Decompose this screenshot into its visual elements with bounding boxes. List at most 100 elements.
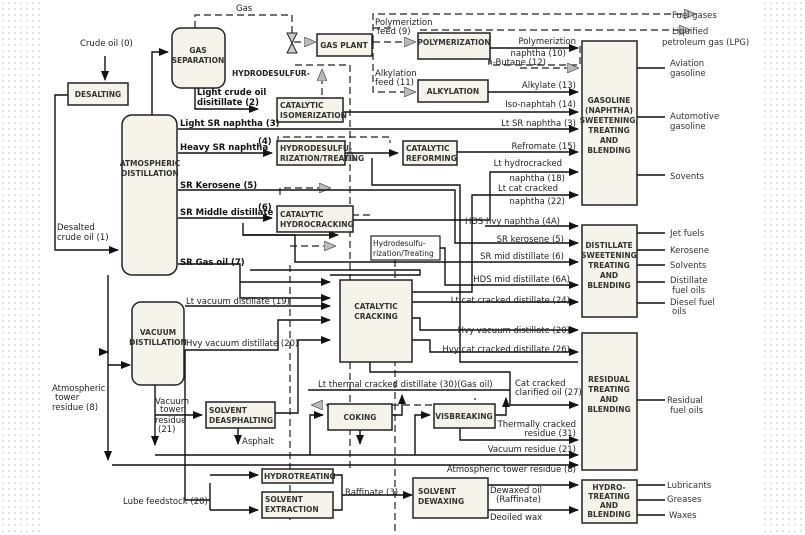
label-desalted-crude: Desalted — [57, 223, 95, 233]
product-fuel-gases: Fuel gases — [672, 11, 717, 21]
svg-text:gasoline: gasoline — [670, 122, 706, 132]
label-sr-mid-distillate: SR mid distillate (6) — [480, 252, 564, 262]
unit-gas-plant[interactable]: GAS PLANT — [316, 33, 373, 57]
hvy-vacuum-distillate-arrow — [185, 316, 331, 351]
unit-hydrodesulfurization-treating[interactable]: HYDRODESULFU- RIZATION/TREATING — [276, 140, 364, 166]
label-vacuum-tower-residue: Vacuum — [155, 397, 189, 407]
unit-atmospheric-distillation[interactable]: ATMOSPHERIC DISTILLATION — [120, 114, 181, 276]
dotted-margin-left — [0, 0, 40, 535]
label-n-butane: n-Butane (12) — [487, 58, 546, 68]
unit-catalytic-hydrocracking[interactable]: CATALYTIC HYDROCRACKING — [276, 205, 354, 233]
lpg-arrow — [373, 28, 690, 30]
svg-text:AND: AND — [600, 136, 618, 145]
unit-hydrotreating[interactable]: HYDROTREATING — [261, 468, 336, 484]
svg-text:REFORMING: REFORMING — [406, 154, 457, 163]
unit-gasoline-blending[interactable]: GASOLINE (NAPHTHA) SWEETENING, TREATING … — [580, 40, 639, 206]
unit-coking[interactable]: COKING — [327, 403, 393, 431]
svg-text:DISTILLATE: DISTILLATE — [585, 241, 632, 250]
svg-text:CATALYTIC: CATALYTIC — [406, 144, 450, 153]
unit-hydrodesulfurization-treating-2[interactable]: Hydrodesulfu- rization/Treating — [370, 235, 441, 261]
product-waxes: Waxes — [669, 511, 697, 521]
svg-text:GASOLINE: GASOLINE — [588, 96, 631, 105]
label-hds-hvy-naphtha: HDS hvy naphtha (4A) — [465, 217, 560, 227]
unit-catalytic-cracking[interactable]: CATALYTIC CRACKING — [339, 279, 413, 363]
svg-text:naphtha (18): naphtha (18) — [510, 174, 565, 184]
label-lt-sr-naphtha: Lt SR naphtha (3) — [501, 119, 576, 129]
product-kerosene: Kerosene — [670, 246, 709, 256]
unit-lube-blending[interactable]: HYDRO- TREATING AND BLENDING — [581, 479, 638, 524]
unit-visbreaking[interactable]: VISBREAKING — [433, 403, 496, 429]
fuel-gases-arrow — [372, 14, 695, 42]
label-raffinate: Raffinate (3) — [345, 488, 398, 498]
svg-text:ALKYLATION: ALKYLATION — [427, 87, 479, 96]
svg-text:disitillate (2): disitillate (2) — [197, 98, 259, 108]
label-atm-residue: Atmospheric — [52, 384, 106, 394]
unit-alkylation[interactable]: ALKYLATION — [417, 79, 489, 103]
sr-gas-oil-arrow — [178, 263, 331, 286]
svg-text:DEASPHALTING: DEASPHALTING — [209, 416, 273, 425]
svg-text:TREATING: TREATING — [588, 492, 630, 501]
unit-distillate-blending[interactable]: DISTILLATE SWEETENING TREATING AND BLEND… — [581, 224, 638, 318]
svg-text:ATMOSPHERIC: ATMOSPHERIC — [120, 159, 181, 168]
svg-text:oils: oils — [672, 307, 687, 317]
svg-text:VACUUM: VACUUM — [140, 328, 176, 337]
product-jet-fuels: Jet fuels — [669, 229, 705, 239]
product-aviation-gasoline: Aviation — [670, 59, 704, 69]
svg-text:BLENDING: BLENDING — [587, 510, 630, 519]
label-dewaxed-oil: Dewaxed oil — [490, 486, 542, 496]
svg-text:rization/Treating: rization/Treating — [373, 249, 434, 258]
svg-text:CATALYTIC: CATALYTIC — [354, 302, 398, 311]
unit-vacuum-distillation[interactable]: VACUUM DISTILLATION — [129, 301, 187, 386]
unit-residual-blending[interactable]: RESIDUAL TREATING AND BLENDING — [581, 332, 638, 471]
label-asphalt: Asphalt — [242, 437, 275, 447]
label-hvy-vacuum-distillate: Hvy vacuum distillate (20) — [186, 339, 298, 349]
svg-text:GAS: GAS — [189, 46, 206, 55]
svg-text:(4): (4) — [258, 137, 272, 147]
svg-text:naphtha (22): naphtha (22) — [510, 197, 565, 207]
svg-text:SOLVENT: SOLVENT — [209, 406, 248, 415]
svg-text:SWEETENING: SWEETENING — [581, 251, 637, 260]
svg-text:TREATING: TREATING — [588, 126, 630, 135]
hds-mid-distillate-arrow — [440, 247, 579, 289]
unit-solvent-extraction[interactable]: SOLVENT EXTRACTION — [261, 491, 334, 519]
dotted-margin-right — [762, 0, 805, 535]
label-lt-cat-naphtha: Lt cat cracked — [498, 184, 558, 194]
label-poly-naphtha: Polymeriztion — [518, 37, 576, 47]
label-deoiled-wax: Deoiled wax — [490, 513, 542, 523]
unit-catalytic-reforming[interactable]: CATALYTIC REFORMING — [402, 140, 458, 166]
svg-text:GAS PLANT: GAS PLANT — [320, 41, 368, 50]
product-lpg: Liquified — [672, 27, 708, 37]
svg-text:RESIDUAL: RESIDUAL — [588, 375, 630, 384]
unit-solvent-dewaxing[interactable]: SOLVENT DEWAXING — [412, 477, 489, 519]
product-lubricants: Lubricants — [667, 481, 712, 491]
svg-text:POLYMERIZATION: POLYMERIZATION — [417, 38, 490, 47]
svg-text:residue (8): residue (8) — [52, 403, 98, 413]
svg-text:HYDROTREATING: HYDROTREATING — [264, 472, 336, 481]
light-crude-distillate-arrow — [194, 85, 259, 113]
svg-text:gasoline: gasoline — [670, 69, 706, 79]
svg-text:DEWAXING: DEWAXING — [418, 497, 464, 506]
svg-text:clarified oil (27): clarified oil (27) — [515, 388, 582, 398]
svg-text:crude oil (1): crude oil (1) — [57, 233, 109, 243]
svg-text:CRACKING: CRACKING — [354, 312, 398, 321]
svg-text:Hydrodesulfu-: Hydrodesulfu- — [373, 239, 426, 248]
svg-text:feed (9): feed (9) — [377, 27, 411, 37]
unit-polymerization[interactable]: POLYMERIZATION — [417, 32, 491, 60]
label-polymerization-feed: Polymeriztion — [375, 18, 433, 28]
unit-gas-separation[interactable]: GAS SEPARATION — [171, 27, 226, 89]
svg-text:(21): (21) — [158, 425, 175, 435]
svg-text:BLENDING: BLENDING — [587, 281, 630, 290]
unit-catalytic-isomerization[interactable]: CATALYTIC ISOMERIZATION — [276, 97, 347, 123]
unit-desalting[interactable]: DESALTING — [67, 82, 129, 106]
alkylation-feed-arrow — [372, 42, 415, 92]
svg-text:SOLVENT: SOLVENT — [265, 495, 304, 504]
svg-text:BLENDING: BLENDING — [587, 146, 630, 155]
product-solvents-2: Solvents — [670, 261, 707, 271]
svg-text:(Raffinate): (Raffinate) — [496, 495, 541, 505]
unit-solvent-deasphalting[interactable]: SOLVENT DEASPHALTING — [205, 401, 276, 429]
svg-text:HYDRODESULFU-: HYDRODESULFU- — [280, 144, 352, 153]
svg-text:SOLVENT: SOLVENT — [418, 487, 457, 496]
product-solvents: Sovents — [670, 172, 705, 182]
svg-text:fuel oils: fuel oils — [670, 406, 704, 416]
